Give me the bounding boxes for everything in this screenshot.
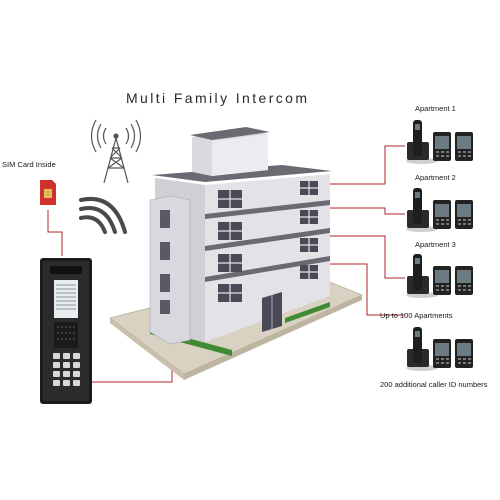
cell-tower-icon <box>90 119 142 184</box>
intercom-panel-icon <box>40 258 92 404</box>
diagram-title: Multi Family Intercom <box>126 90 310 106</box>
wifi-signal-icon <box>79 197 127 234</box>
phone-set-icon <box>406 120 473 164</box>
sim-card-icon <box>40 180 56 205</box>
caller-id-label: 200 additional caller ID numbers <box>380 380 488 389</box>
phone-set-icon <box>406 188 473 232</box>
apartment-label: Apartment 2 <box>415 173 456 182</box>
building-icon <box>109 127 364 380</box>
apartment-label: Up to 100 Apartments <box>380 311 453 320</box>
phone-set-icon <box>406 327 473 371</box>
phone-set-icon <box>406 254 473 298</box>
apartment-label: Apartment 3 <box>415 240 456 249</box>
apartment-label: Apartment 1 <box>415 104 456 113</box>
sim-card-label: SIM Card Inside <box>2 160 56 169</box>
